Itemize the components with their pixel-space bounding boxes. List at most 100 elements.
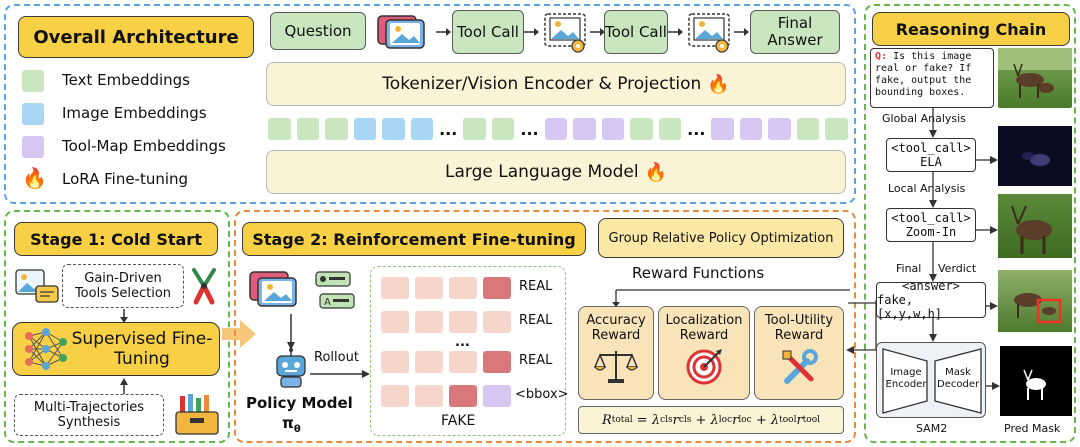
- chain-arrow-2: [928, 172, 938, 208]
- grid-cell: [381, 385, 409, 407]
- toolbox-icon: [172, 392, 222, 436]
- arrow-down-icon: [286, 314, 296, 350]
- tool-map-icon: [540, 10, 592, 56]
- formula-t3: tool: [779, 415, 797, 425]
- token-toolmap: [573, 118, 596, 140]
- ela-call-tag: <tool_call>: [891, 141, 971, 155]
- grid-cell: [449, 277, 477, 299]
- fire-icon: 🔥: [644, 161, 667, 183]
- token-ellipsis: ...: [687, 119, 706, 139]
- grid-cell: [449, 351, 477, 373]
- token-toolmap: [768, 118, 791, 140]
- legend-image-label: Image Embeddings: [62, 104, 207, 122]
- policy-theta: θ: [293, 424, 301, 435]
- reward-connectors: [610, 280, 860, 360]
- grid-cell: [381, 311, 409, 333]
- reasoning-chain-panel: [864, 4, 1076, 443]
- llm-label: Large Language Model: [445, 162, 639, 182]
- token-text: [658, 118, 682, 140]
- formula-lhs: R: [601, 412, 612, 428]
- accuracy-reward-label: Accuracy Reward: [586, 313, 646, 343]
- sft-label: Supervised Fine-Tuning: [71, 329, 213, 369]
- formula-lhs-sub: total: [611, 415, 633, 425]
- formula-r3: r: [796, 412, 803, 428]
- overall-architecture-panel: [4, 4, 856, 204]
- image-stack-icon: [376, 12, 436, 52]
- question-box: Q: Is this image real or fake? If fake, …: [870, 48, 994, 108]
- step-label: Global Analysis: [882, 112, 966, 125]
- answer-feedback-arrow: [846, 300, 878, 356]
- rollout-arrow: [310, 364, 372, 378]
- token-text: [630, 118, 653, 140]
- svg-text:A: A: [324, 297, 331, 308]
- arrow-icon: [436, 24, 452, 38]
- synthesis-box: Multi-Trajectories Synthesis: [14, 394, 164, 436]
- policy-model-label: Policy Model: [246, 394, 353, 412]
- token-toolmap: [711, 118, 734, 140]
- answer-result-arrow: [986, 296, 998, 310]
- formula-t2: loc: [718, 415, 733, 425]
- answer-image-thumbnail: [998, 270, 1072, 332]
- fake-label: FAKE: [441, 413, 476, 429]
- tool-map-icon: [684, 10, 736, 56]
- localization-reward-label: Localization Reward: [665, 313, 743, 343]
- policy-symbol: πθ: [282, 414, 301, 435]
- zoom-result-arrow: [976, 220, 998, 234]
- question-text: Is this image real or fake? If fake, out…: [875, 51, 972, 98]
- answer-tag: <answer>: [902, 279, 960, 293]
- grid-cell: [415, 385, 443, 407]
- formula-t1: cls: [660, 415, 673, 425]
- pred-mask-label: Pred Mask: [1004, 422, 1061, 435]
- legend-image-swatch: [22, 103, 44, 125]
- formula-t2b: loc: [738, 415, 752, 425]
- formula-r2: r: [732, 412, 739, 428]
- stage1-panel: [4, 210, 230, 443]
- llm-box: Large Language Model 🔥: [266, 150, 846, 194]
- tool-call-ela-box: <tool_call> ELA: [886, 138, 976, 172]
- grid-cell: [415, 311, 443, 333]
- zoom-call-tag: <tool_call>: [891, 211, 971, 225]
- pred-mask-image: [1000, 346, 1072, 416]
- mask-arrow: [986, 376, 1000, 390]
- row-label: REAL: [519, 279, 553, 294]
- token-image: [410, 118, 434, 140]
- arrow-icon: [524, 24, 540, 38]
- formula-t3b: tool: [802, 415, 821, 425]
- chain-title: Reasoning Chain: [872, 12, 1070, 46]
- legend-toolmap-swatch: [22, 136, 44, 158]
- overall-title: Overall Architecture: [18, 16, 254, 58]
- tools-selection-box: Gain-Driven Tools Selection: [62, 264, 184, 308]
- token-text: [796, 118, 820, 140]
- legend-text-label: Text Embeddings: [62, 71, 190, 89]
- grid-cell: [381, 277, 409, 299]
- image-stack-icon: [248, 268, 304, 310]
- tool-call-zoom-box: <tool_call> Zoom-In: [886, 208, 976, 242]
- arrow-icon: [734, 24, 750, 38]
- robot-icon: [272, 348, 310, 388]
- row-label: REAL: [519, 353, 553, 368]
- scale-icon: [593, 347, 639, 389]
- formula-t1b: cls: [678, 415, 692, 425]
- arrow-up-icon: [119, 378, 129, 394]
- grid-cell: [483, 311, 511, 333]
- legend-toolmap-label: Tool-Map Embeddings: [62, 137, 226, 155]
- zoom-call-name: Zoom-In: [905, 225, 957, 239]
- formula-plus2: + λ: [751, 412, 780, 428]
- row-label: REAL: [519, 313, 553, 328]
- stage1-title: Stage 1: Cold Start: [14, 222, 218, 256]
- legend-lora-label: LoRA Fine-tuning: [62, 170, 189, 188]
- rollout-grid: REAL REAL ... REAL <bbox> FAKE: [370, 266, 569, 436]
- token-text: [825, 118, 848, 140]
- ela-result-arrow: [976, 150, 998, 164]
- encoder-box: Tokenizer/Vision Encoder & Projection 🔥: [266, 62, 846, 106]
- token-toolmap: [739, 118, 763, 140]
- sam2-label: SAM2: [916, 422, 948, 435]
- ela-image-thumbnail: [998, 126, 1072, 186]
- flow-final-answer: Final Answer: [750, 10, 840, 54]
- fire-icon: 🔥: [707, 73, 730, 95]
- sft-box: Supervised Fine-Tuning: [12, 322, 220, 376]
- token-image: [382, 118, 405, 140]
- formula-eq: = λ: [632, 412, 661, 428]
- tool-utility-reward-box: Tool-Utility Reward: [754, 306, 844, 400]
